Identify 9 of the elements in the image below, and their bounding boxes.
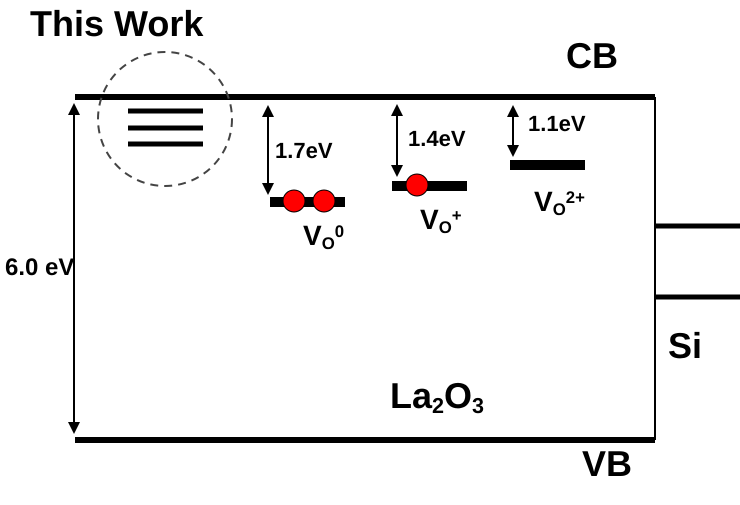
- energy-label: 1.4eV: [408, 128, 466, 150]
- material-label: La$_{2}$O$_{3}$: [390, 378, 484, 414]
- title-text: This Work: [30, 6, 204, 42]
- material-label: Si: [668, 328, 702, 364]
- band-label: VB: [582, 446, 632, 482]
- bandgap-label: 6.0 eV: [5, 256, 74, 280]
- band-label: CB: [566, 38, 618, 74]
- energy-label: 1.1eV: [528, 113, 586, 135]
- energy-label: 1.7eV: [275, 140, 332, 162]
